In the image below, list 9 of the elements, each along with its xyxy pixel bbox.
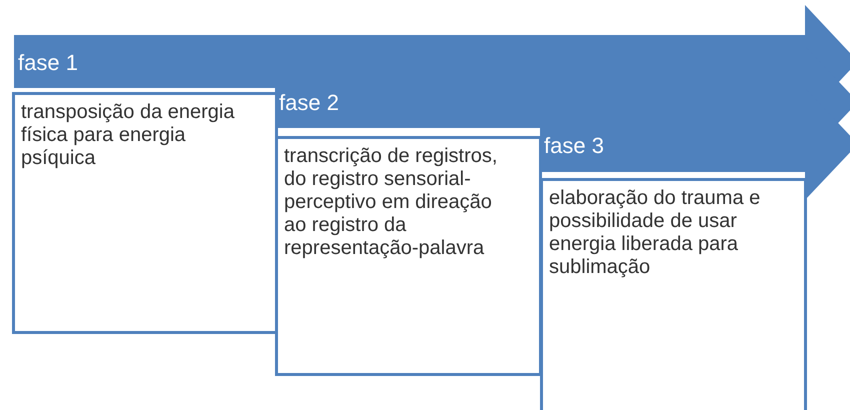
description-box — [275, 136, 542, 376]
description-box — [12, 92, 278, 334]
phase-heading: fase 3 — [544, 132, 604, 158]
description-text: transposição da energia física para energia psíquica — [21, 101, 236, 170]
description-box — [540, 178, 807, 410]
description-text: elaboração do trauma e possibilidade de usar energia liberada para sublimação — [549, 187, 762, 279]
phase-heading: fase 2 — [279, 90, 339, 116]
description-text: transcrição de registros, do registro sensorial-perceptivo em direação ao registro da representação-palavra — [284, 145, 498, 260]
phase-heading: fase 1 — [18, 50, 78, 76]
